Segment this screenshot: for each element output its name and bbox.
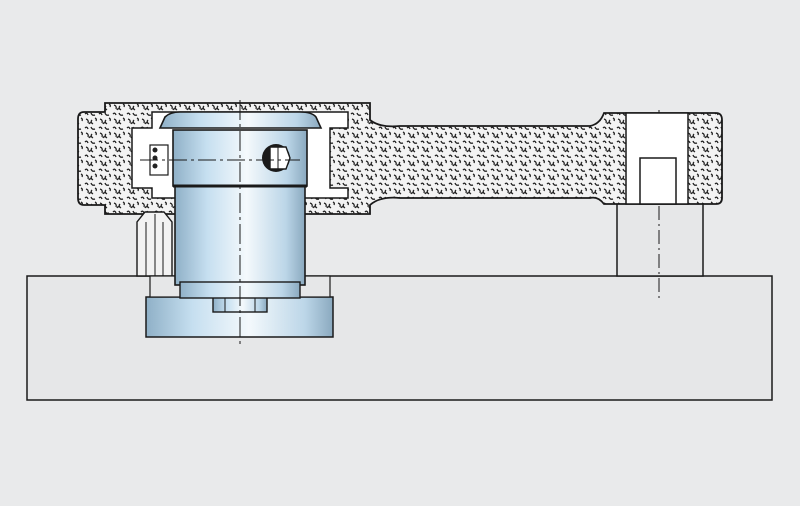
set-screw-icon — [262, 144, 291, 172]
support-block — [616, 199, 704, 277]
base-plate — [26, 275, 773, 401]
locating-pin — [136, 211, 173, 277]
arm-end-pocket — [639, 157, 677, 205]
bearing-balls — [149, 144, 169, 176]
